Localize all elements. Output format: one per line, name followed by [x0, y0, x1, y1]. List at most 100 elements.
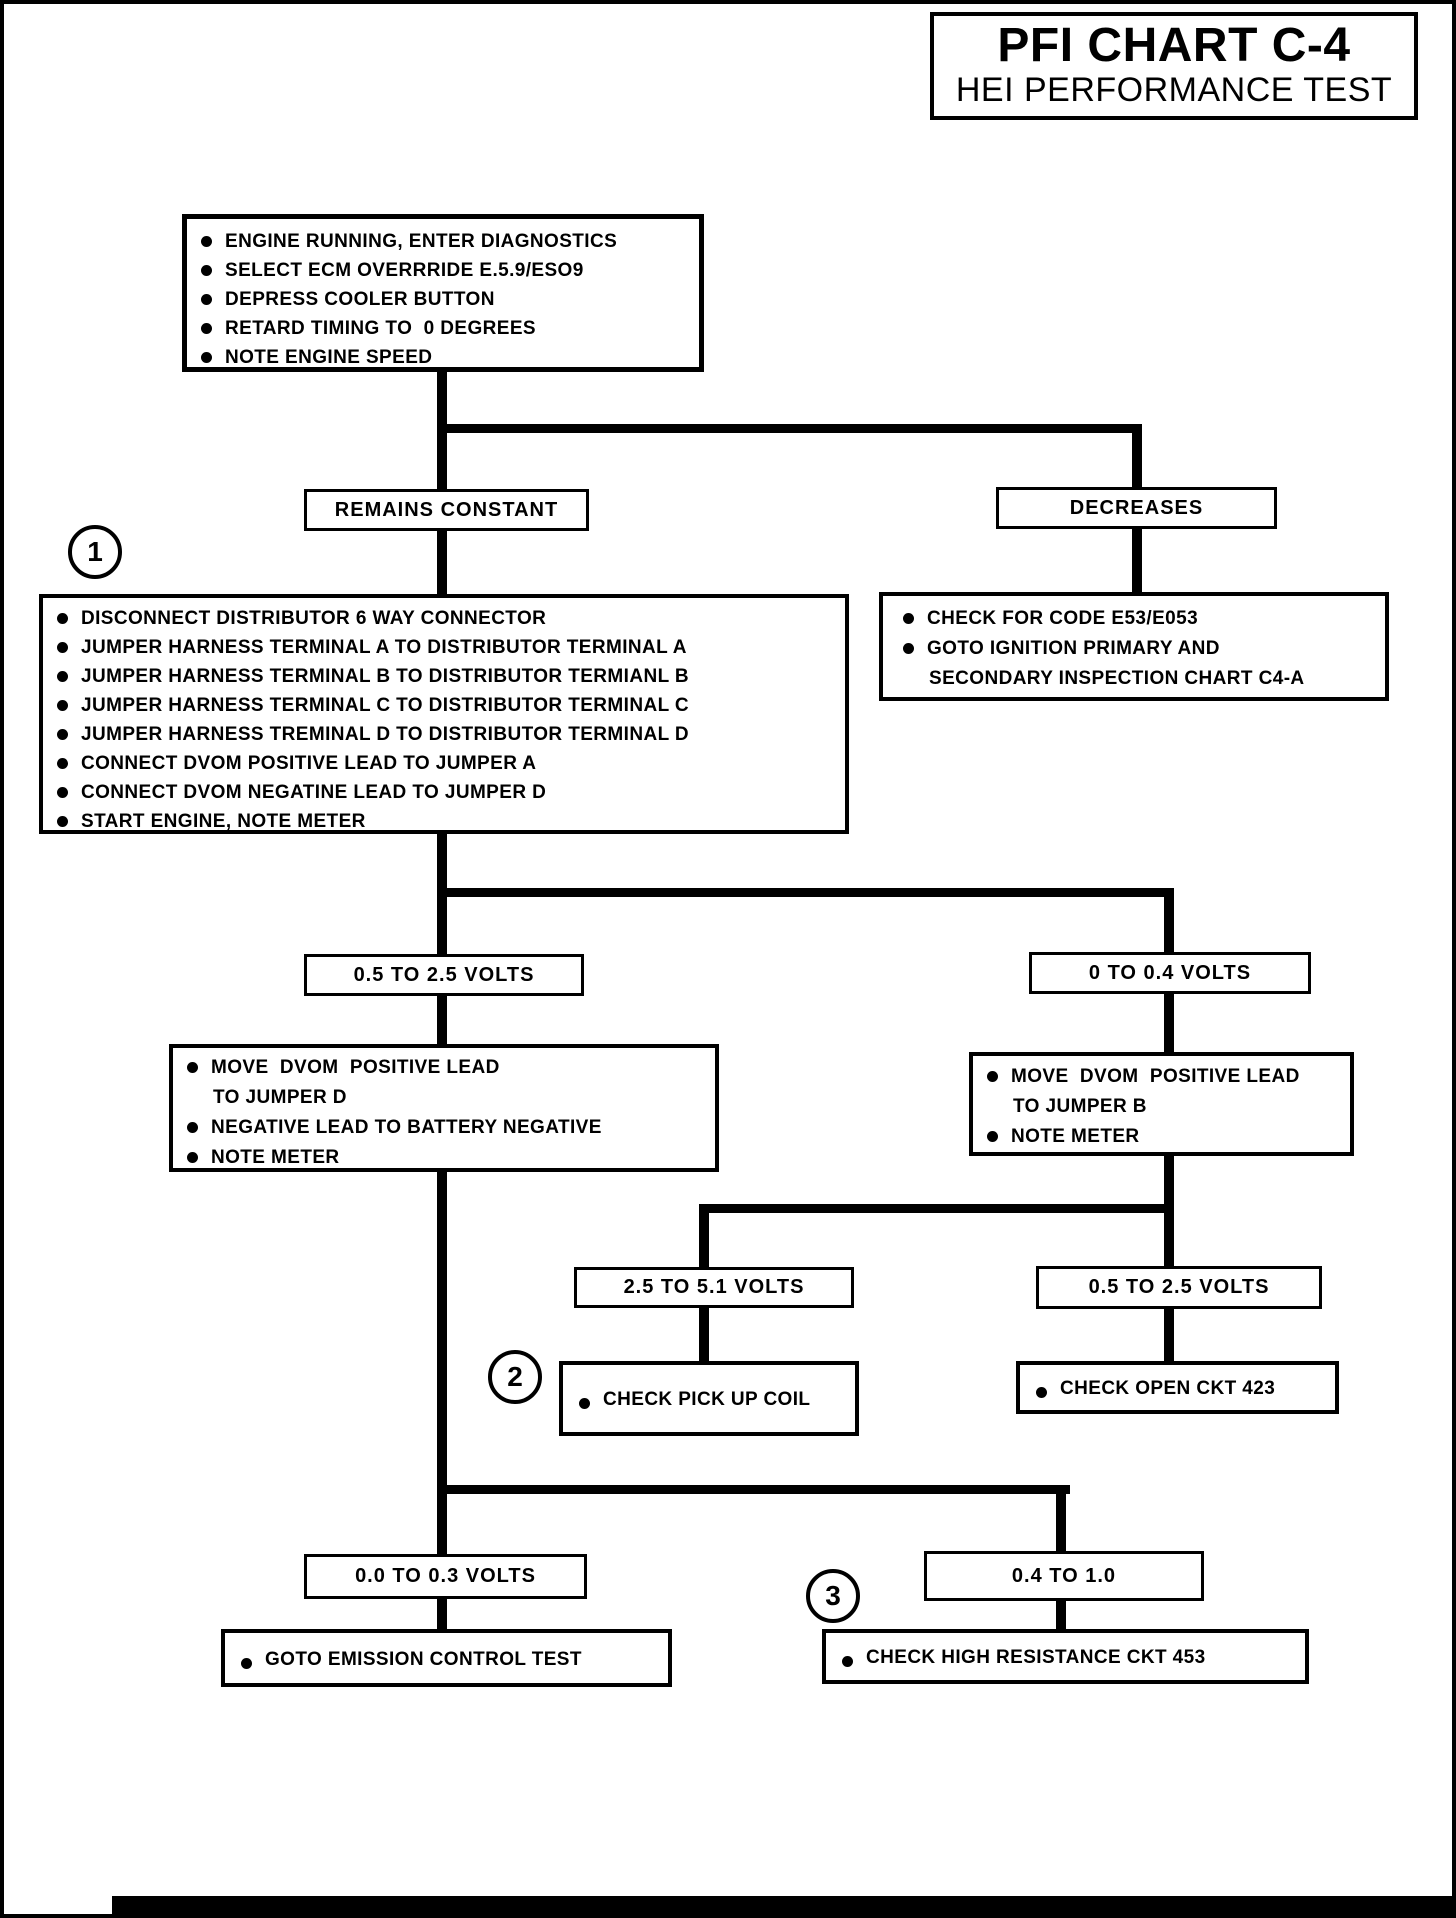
- check-pickup-coil-box: CHECK PICK UP COIL: [559, 1361, 859, 1436]
- list-item: START ENGINE, NOTE METER: [55, 807, 837, 836]
- connector-line: [437, 531, 447, 594]
- list-item: NOTE METER: [185, 1143, 707, 1173]
- list-item: ENGINE RUNNING, ENTER DIAGNOSTICS: [199, 227, 691, 256]
- bullet-icon: [57, 613, 68, 624]
- list-item: GOTO IGNITION PRIMARY AND: [901, 634, 1377, 664]
- bullet-icon: [201, 294, 212, 305]
- connector-line: [1132, 529, 1142, 592]
- list-item: RETARD TIMING TO 0 DEGREES: [199, 314, 691, 343]
- branch-decreases: DECREASES: [996, 487, 1277, 529]
- branch-label: 0 TO 0.4 VOLTS: [1088, 961, 1252, 984]
- connector-line: [699, 1204, 1174, 1213]
- list-item: CONNECT DVOM POSITIVE LEAD TO JUMPER A: [55, 749, 837, 778]
- bullet-icon: [57, 816, 68, 827]
- list-item: NOTE ENGINE SPEED: [199, 343, 691, 372]
- connector-line: [1164, 994, 1174, 1052]
- list-item: JUMPER HARNESS TERMINAL B TO DISTRIBUTOR…: [55, 662, 837, 691]
- connector-line: [437, 1485, 1070, 1494]
- bullet-icon: [57, 758, 68, 769]
- move-dvom-jumper-b-box: MOVE DVOM POSITIVE LEAD TO JUMPER B NOTE…: [969, 1052, 1354, 1156]
- branch-label: 0.0 TO 0.3 VOLTS: [355, 1565, 536, 1587]
- list-item: DISCONNECT DISTRIBUTOR 6 WAY CONNECTOR: [55, 604, 837, 633]
- branch-label: REMAINS CONSTANT: [334, 498, 559, 521]
- list-item: CHECK HIGH RESISTANCE CKT 453: [840, 1647, 1206, 1669]
- branch-label: 0.4 TO 1.0: [1011, 1564, 1117, 1587]
- bullet-icon: [201, 323, 212, 334]
- list-item: JUMPER HARNESS TERMINAL A TO DISTRIBUTOR…: [55, 633, 837, 662]
- step-badge-1: 1: [68, 525, 122, 579]
- volts-0-to-04-label: 0 TO 0.4 VOLTS: [1029, 952, 1311, 994]
- check-code-box: CHECK FOR CODE E53/E053 GOTO IGNITION PR…: [879, 592, 1389, 701]
- bullet-icon: [187, 1062, 198, 1073]
- step-badge-1-label: 1: [87, 536, 103, 567]
- connector-line: [699, 1204, 709, 1267]
- bullet-icon: [57, 729, 68, 740]
- volts-04-to-10-label: 0.4 TO 1.0: [924, 1551, 1204, 1601]
- bullet-icon: [903, 613, 914, 624]
- list-item: CONNECT DVOM NEGATINE LEAD TO JUMPER D: [55, 778, 837, 807]
- bullet-icon: [1036, 1387, 1047, 1398]
- volts-00-to-03-label: 0.0 TO 0.3 VOLTS: [304, 1554, 587, 1599]
- list-item: JUMPER HARNESS TERMINAL C TO DISTRIBUTOR…: [55, 691, 837, 720]
- step-badge-2-label: 2: [507, 1361, 523, 1392]
- list-item: MOVE DVOM POSITIVE LEAD: [185, 1053, 707, 1083]
- step-badge-3-label: 3: [825, 1580, 841, 1611]
- bullet-icon: [201, 236, 212, 247]
- list-item: NEGATIVE LEAD TO BATTERY NEGATIVE: [185, 1113, 707, 1143]
- branch-label: 0.5 TO 2.5 VOLTS: [353, 963, 535, 986]
- list-item: MOVE DVOM POSITIVE LEAD: [985, 1062, 1342, 1092]
- connector-line: [437, 888, 1174, 897]
- list-item: TO JUMPER D: [213, 1087, 347, 1108]
- connector-line: [1132, 424, 1142, 487]
- connector-line: [1056, 1601, 1066, 1629]
- step-badge-2: 2: [488, 1350, 542, 1404]
- branch-label: 2.5 TO 5.1 VOLTS: [623, 1276, 805, 1298]
- list-item: NOTE METER: [985, 1122, 1342, 1152]
- bullet-icon: [987, 1071, 998, 1082]
- connector-line: [437, 1172, 447, 1554]
- connector-line: [1164, 1309, 1174, 1361]
- goto-emission-control-test-box: GOTO EMISSION CONTROL TEST: [221, 1629, 672, 1687]
- branch-remains-constant: REMAINS CONSTANT: [304, 489, 589, 531]
- disconnect-distributor-box: DISCONNECT DISTRIBUTOR 6 WAY CONNECTOR J…: [39, 594, 849, 834]
- list-item: GOTO EMISSION CONTROL TEST: [239, 1649, 582, 1671]
- list-item: DEPRESS COOLER BUTTON: [199, 285, 691, 314]
- bullet-icon: [187, 1122, 198, 1133]
- connector-line: [1056, 1485, 1066, 1551]
- list-item: CHECK OPEN CKT 423: [1034, 1378, 1275, 1400]
- start-box: ENGINE RUNNING, ENTER DIAGNOSTICS SELECT…: [182, 214, 704, 372]
- branch-label: DECREASES: [1069, 496, 1204, 519]
- list-item: SECONDARY INSPECTION CHART C4-A: [929, 668, 1305, 689]
- check-high-resistance-ckt-453-box: CHECK HIGH RESISTANCE CKT 453: [822, 1629, 1309, 1684]
- bullet-icon: [201, 265, 212, 276]
- list-item: JUMPER HARNESS TREMINAL D TO DISTRIBUTOR…: [55, 720, 837, 749]
- list-item: TO JUMPER B: [1013, 1096, 1147, 1117]
- list-item: CHECK FOR CODE E53/E053: [901, 604, 1377, 634]
- move-dvom-jumper-d-box: MOVE DVOM POSITIVE LEAD TO JUMPER D NEGA…: [169, 1044, 719, 1172]
- bullet-icon: [57, 700, 68, 711]
- bullet-icon: [903, 643, 914, 654]
- bullet-icon: [57, 642, 68, 653]
- connector-line: [1164, 888, 1174, 952]
- volts-05-to-25-label-b: 0.5 TO 2.5 VOLTS: [1036, 1266, 1322, 1309]
- connector-line: [437, 1599, 447, 1629]
- connector-line: [437, 996, 447, 1044]
- bullet-icon: [57, 787, 68, 798]
- bullet-icon: [241, 1657, 252, 1669]
- volts-05-to-25-label-a: 0.5 TO 2.5 VOLTS: [304, 954, 584, 996]
- bullet-icon: [842, 1656, 853, 1667]
- chart-title: PFI CHART C-4: [997, 18, 1351, 72]
- list-item: SELECT ECM OVERRRIDE E.5.9/ESO9: [199, 256, 691, 285]
- bullet-icon: [579, 1398, 590, 1409]
- bullet-icon: [201, 352, 212, 363]
- chart-title-box: PFI CHART C-4 HEI PERFORMANCE TEST: [930, 12, 1418, 120]
- connector-line: [699, 1308, 709, 1361]
- branch-label: 0.5 TO 2.5 VOLTS: [1088, 1276, 1270, 1298]
- connector-line: [437, 424, 1142, 433]
- list-item: CHECK PICK UP COIL: [577, 1389, 810, 1411]
- volts-25-to-51-label: 2.5 TO 5.1 VOLTS: [574, 1267, 854, 1308]
- bullet-icon: [57, 671, 68, 682]
- page-bottom-rule: [112, 1896, 1452, 1914]
- chart-subtitle: HEI PERFORMANCE TEST: [955, 70, 1393, 109]
